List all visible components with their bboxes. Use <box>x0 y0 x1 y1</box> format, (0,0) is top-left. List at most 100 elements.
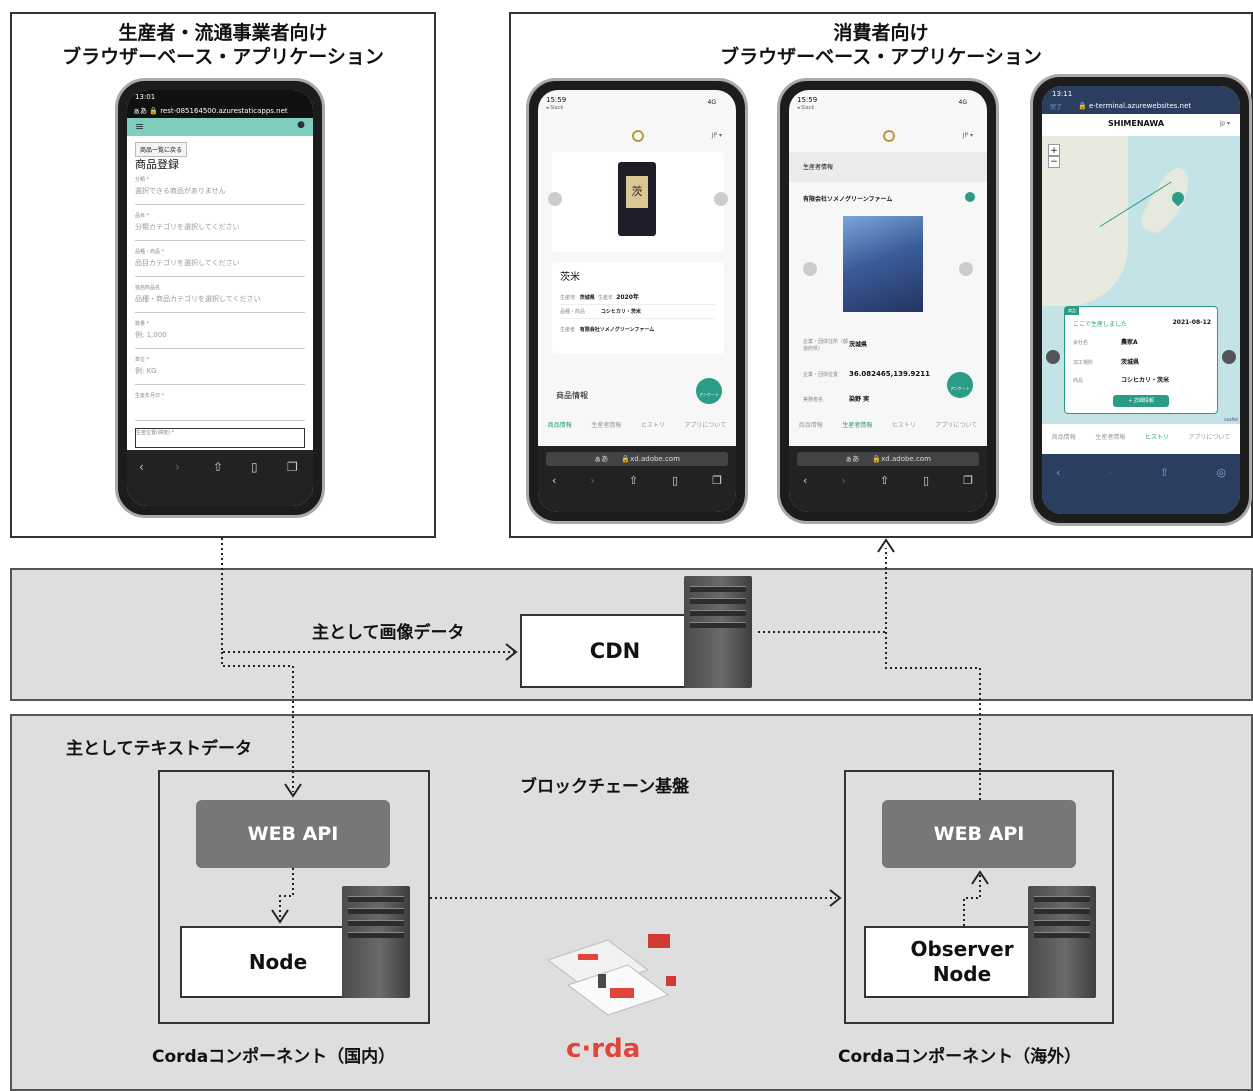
nav-item-product[interactable]: 商品情報 <box>798 422 823 429</box>
product-name: 茨米 <box>560 272 580 283</box>
consumer-panel: 消費者向け ブラウザーベース・アプリケーション 15:59 ◂ Slack 4G… <box>509 12 1253 538</box>
menu-icon[interactable]: ≡ <box>135 120 145 133</box>
cdn-box: CDN <box>520 614 710 688</box>
lock-icon: 🔒 <box>149 107 161 115</box>
carousel-next-icon[interactable] <box>714 192 728 206</box>
arrow-to-node <box>271 909 289 924</box>
product-image-card: 茨 <box>548 152 728 252</box>
form-field[interactable]: 品種・商品 *品目カテゴリを選択してください <box>135 248 305 277</box>
map-prev-icon[interactable] <box>1046 350 1060 364</box>
url-field[interactable]: ぁあ 🔒xd.adobe.com <box>797 452 979 466</box>
bookmarks-icon[interactable]: ▯ <box>923 474 930 487</box>
survey-fab[interactable]: アンケート <box>696 378 722 404</box>
tabs-icon[interactable]: ❐ <box>287 460 298 474</box>
survey-fab[interactable]: アンケート <box>947 372 973 398</box>
carousel-prev-icon[interactable] <box>803 262 817 276</box>
zoom-in-button[interactable]: + <box>1048 144 1060 156</box>
language-select[interactable]: JP ▾ <box>962 132 973 139</box>
nav-item-about[interactable]: アプリについて <box>935 422 978 429</box>
carousel-next-icon[interactable] <box>959 262 973 276</box>
producer-panel: 生産者・流通事業者向け ブラウザーベース・アプリケーション 13:01 ぁあ 🔒… <box>10 12 436 538</box>
bottom-nav: 商品情報 生産者情報 ヒストリ アプリについて <box>538 420 736 429</box>
nav-item-producer[interactable]: 生産者情報 <box>842 422 873 429</box>
map-next-icon[interactable] <box>1222 350 1236 364</box>
detail-button[interactable]: + 詳細情報 <box>1113 395 1169 407</box>
browser-bar: ぁあ 🔒xd.adobe.com ‹ › ⇧ ▯ ❐ <box>538 446 736 512</box>
nav-item-history[interactable]: ヒストリ <box>1144 434 1169 441</box>
domestic-web-api: WEB API <box>196 800 390 868</box>
back-to-list-button[interactable]: 商品一覧に戻る <box>135 142 188 157</box>
share-icon[interactable]: ⇧ <box>628 474 639 487</box>
collapse-icon[interactable] <box>965 192 975 202</box>
bookmarks-icon[interactable]: ▯ <box>672 474 679 487</box>
arrow-to-cdn <box>505 643 518 661</box>
language-select[interactable]: jp ▾ <box>1219 120 1230 127</box>
corda-logo: c·rda <box>566 1034 641 1064</box>
form-field[interactable]: 数量 *例: 1,000 <box>135 320 305 349</box>
overseas-corda-frame <box>844 770 1114 1024</box>
carousel-prev-icon[interactable] <box>548 192 562 206</box>
producer-down-line <box>221 538 514 653</box>
arrow-to-consumer <box>877 538 895 553</box>
form-field[interactable]: 独自商品名品種・商品カテゴリを選択してください <box>135 284 305 313</box>
back-icon[interactable]: ‹ <box>803 474 808 487</box>
browser-toolbar: ‹ › ⇧ ▯ ❐ <box>127 450 313 506</box>
app-header: ≡ ● <box>127 118 313 136</box>
compass-icon[interactable]: ◎ <box>1216 466 1226 479</box>
zoom-out-button[interactable]: − <box>1048 156 1060 168</box>
consumer-panel-title: 消費者向け ブラウザーベース・アプリケーション <box>720 22 1042 68</box>
nav-item-product[interactable]: 商品情報 <box>1051 434 1076 441</box>
award-icon <box>883 130 895 142</box>
form-field[interactable]: 生産年月日 * <box>135 392 305 421</box>
consumer-phone-history: 13:11 完了 🔒 e-terminal.azurewebsites.net … <box>1030 74 1252 526</box>
form-field[interactable]: 分類 *選択できる商品がありません <box>135 176 305 205</box>
phone-screen: 13:11 完了 🔒 e-terminal.azurewebsites.net … <box>1042 86 1240 514</box>
phone-screen: 15:59 ◂ Slack 4G JP ▾ 生産者情報 有限会社ソメノグリーンフ… <box>789 90 987 512</box>
share-icon[interactable]: ⇧ <box>1159 466 1169 479</box>
tabs-icon[interactable]: ❐ <box>712 474 722 487</box>
blockchain-title: ブロックチェーン基盤 <box>520 777 690 797</box>
share-icon[interactable]: ⇧ <box>879 474 890 487</box>
nav-item-about[interactable]: アプリについて <box>684 422 727 429</box>
arrow-to-web-api <box>284 783 302 798</box>
corda-illustration <box>538 930 688 1030</box>
language-select[interactable]: JP ▾ <box>711 132 722 139</box>
award-icon <box>632 130 644 142</box>
back-icon[interactable]: ‹ <box>1056 466 1061 479</box>
text-data-label: 主としてテキストデータ <box>66 739 252 759</box>
nav-item-product[interactable]: 商品情報 <box>547 422 572 429</box>
observer-to-api-line <box>963 874 981 926</box>
nav-item-history[interactable]: ヒストリ <box>640 422 665 429</box>
overseas-server-icon <box>1028 886 1096 998</box>
overseas-web-api: WEB API <box>882 800 1076 868</box>
consumer-phone-producer: 15:59 ◂ Slack 4G JP ▾ 生産者情報 有限会社ソメノグリーンフ… <box>777 78 999 524</box>
api-to-consumer-line <box>885 548 981 800</box>
tabs-icon[interactable]: ❐ <box>963 474 973 487</box>
app-header: SHIMENAWA jp ▾ <box>1042 114 1240 136</box>
share-icon[interactable]: ⇧ <box>213 460 224 474</box>
user-icon[interactable]: ● <box>297 120 305 130</box>
nav-item-history[interactable]: ヒストリ <box>891 422 916 429</box>
brand-logo: SHIMENAWA <box>1108 119 1165 128</box>
product-info-card: 茨米 生産地 茨城県 生産年 2020年 品種・商品 コシヒカリ・茨米 生産者 … <box>552 262 724 354</box>
nav-item-about[interactable]: アプリについて <box>1188 434 1231 441</box>
nav-item-producer[interactable]: 生産者情報 <box>1095 434 1126 441</box>
url-field[interactable]: ぁあ 🔒xd.adobe.com <box>546 452 728 466</box>
form-field[interactable]: 生産位置(緯度) * <box>135 428 305 448</box>
forward-icon[interactable]: › <box>590 474 595 487</box>
forward-icon[interactable]: › <box>1107 466 1113 479</box>
map[interactable]: + − 商品 ここで生産しました 2021-08-12 会社名農家A 加工場所茨… <box>1042 136 1240 424</box>
bookmarks-icon[interactable]: ▯ <box>251 460 258 474</box>
bottom-nav: 商品情報 生産者情報 ヒストリ アプリについて <box>789 420 987 429</box>
forward-icon[interactable]: › <box>175 460 180 474</box>
url-bar[interactable]: ぁあ 🔒 rest-085164500.azurestaticapps.net <box>127 104 313 118</box>
overseas-caption: Cordaコンポーネント（海外） <box>838 1047 1082 1067</box>
bottom-nav: 商品情報 生産者情報 ヒストリ アプリについて <box>1042 424 1240 454</box>
form-field[interactable]: 品目 *分類カテゴリを選択してください <box>135 212 305 241</box>
back-icon[interactable]: ‹ <box>552 474 557 487</box>
form-field[interactable]: 単位 *例: KG <box>135 356 305 385</box>
back-icon[interactable]: ‹ <box>139 460 144 474</box>
forward-icon[interactable]: › <box>841 474 846 487</box>
nav-item-producer[interactable]: 生産者情報 <box>591 422 622 429</box>
